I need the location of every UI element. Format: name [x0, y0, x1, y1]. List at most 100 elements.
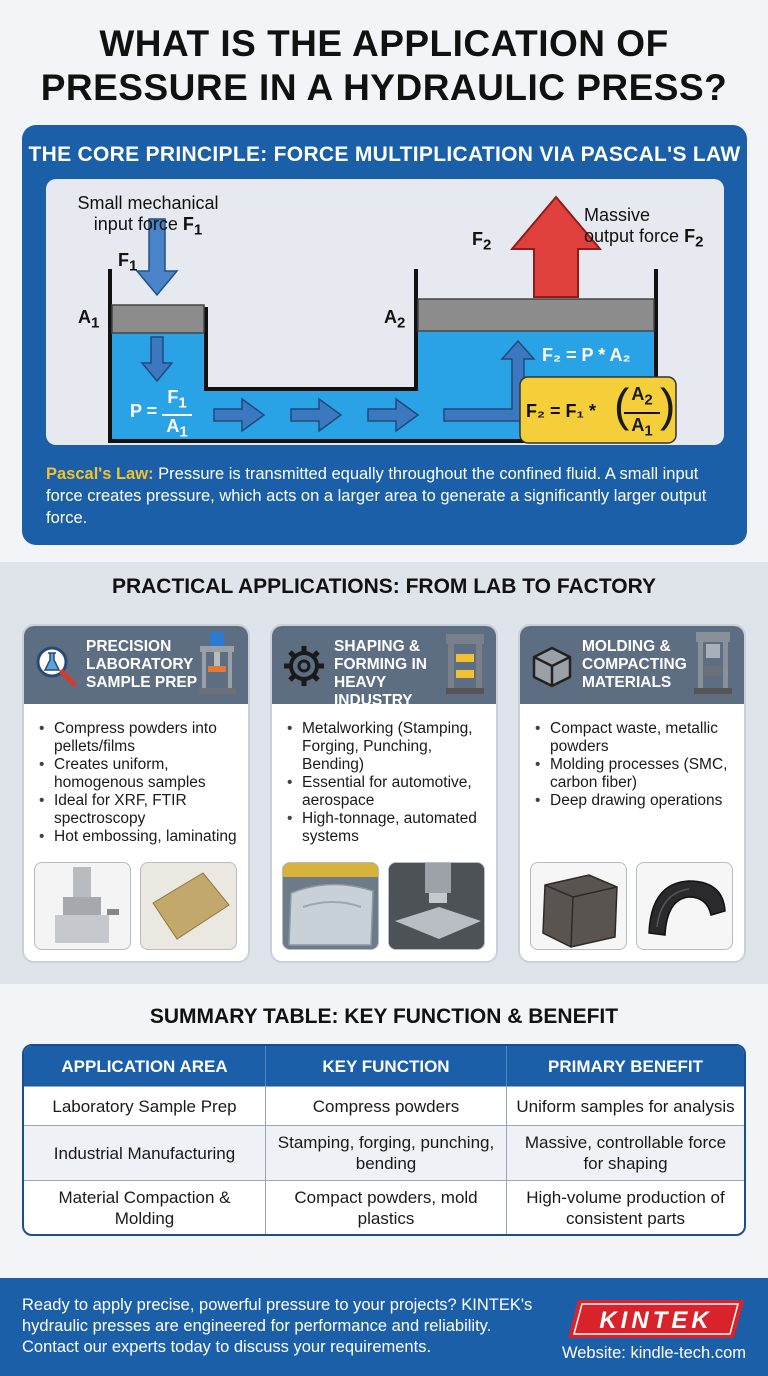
website-link[interactable]: Website: kindle-tech.com — [561, 1344, 746, 1362]
a1-sub: 1 — [91, 314, 100, 332]
pressure-numerator-sub: 1 — [178, 394, 187, 412]
table-header-row: APPLICATION AREA KEY FUNCTION PRIMARY BE… — [24, 1046, 744, 1086]
ratio-denominator-sub: 1 — [644, 422, 653, 440]
list-item: Compress powders into pellets/films — [36, 720, 246, 756]
table-cell: High-volume production of consistent par… — [506, 1181, 744, 1234]
list-item: Deep drawing operations — [532, 792, 742, 810]
cube-icon — [532, 646, 572, 688]
card-title-line: MOLDING & — [582, 638, 671, 655]
footer-text: Ready to apply precise, powerful pressur… — [22, 1296, 533, 1356]
card-title-line: SHAPING & — [334, 638, 421, 655]
table-cell: Stamping, forging, punching, bending — [265, 1126, 506, 1180]
card-header: PRECISION LABORATORY SAMPLE PREP — [24, 626, 248, 704]
flow-arrow-1 — [213, 397, 266, 433]
compacted-block-photo — [530, 862, 627, 950]
card-photos — [530, 862, 734, 950]
card-photos — [34, 862, 238, 950]
page-title: WHAT IS THE APPLICATION OF PRESSURE IN A… — [0, 22, 768, 110]
ratio-numerator: A — [631, 384, 645, 404]
a2-label: A2 — [384, 307, 405, 334]
f2-label: F2 — [472, 229, 491, 256]
list-item: Compact waste, metallic powders — [532, 720, 742, 756]
card-heavy-industry: SHAPING & FORMING IN HEAVY INDUSTRY Meta… — [270, 624, 498, 963]
table-cell: Material Compaction & Molding — [58, 1187, 231, 1228]
card-photos — [282, 862, 486, 950]
input-force-label-line1: Small mechanical — [77, 193, 219, 213]
input-force-label-line2: input force — [93, 214, 183, 234]
card-lab-sample-prep: PRECISION LABORATORY SAMPLE PREP Compres… — [22, 624, 250, 963]
small-piston — [111, 304, 205, 334]
ratio-left-paren: ( — [614, 379, 630, 431]
f1-sub: 1 — [129, 257, 138, 275]
page-title-line1: WHAT IS THE APPLICATION OF — [99, 23, 669, 64]
f2-formula: F₂ = F₁ * — [526, 401, 596, 422]
card-title-line: COMPACTING — [582, 656, 687, 673]
stamped-panel-photo — [282, 862, 379, 950]
card-title-line: MATERIALS — [582, 674, 672, 691]
summary-table: APPLICATION AREA KEY FUNCTION PRIMARY BE… — [22, 1044, 746, 1236]
f2-formula-lhs: F₂ = F₁ * — [526, 401, 596, 421]
card-bullet-list: Metalworking (Stamping, Forging, Punchin… — [284, 720, 494, 846]
card-title: SHAPING & FORMING IN HEAVY INDUSTRY — [334, 638, 454, 710]
forging-die-photo — [388, 862, 485, 950]
output-force-symbol: F — [684, 226, 696, 246]
pressure-denominator-sub: 1 — [179, 423, 188, 441]
list-item: Ideal for XRF, FTIR spectroscopy — [36, 792, 246, 828]
card-title-line: PRECISION — [86, 638, 172, 655]
card-header: MOLDING & COMPACTING MATERIALS — [520, 626, 744, 704]
die-set-image — [55, 867, 119, 943]
table-header-cell: PRIMARY BENEFIT — [506, 1046, 744, 1086]
output-force-label-line2: output force — [584, 226, 685, 246]
carbon-fiber-part-photo — [636, 862, 733, 950]
principle-panel: THE CORE PRINCIPLE: FORCE MULTIPLICATION… — [22, 125, 747, 545]
card-title: PRECISION LABORATORY SAMPLE PREP — [86, 638, 206, 692]
a1-label: A1 — [78, 307, 99, 334]
a2-sub: 2 — [397, 314, 406, 332]
f2-sub: 2 — [483, 236, 492, 254]
pascal-diagram: Small mechanical input force F1 F1 A1 A2… — [46, 179, 724, 571]
logo-text: KINTEK — [599, 1307, 712, 1334]
table-row: Laboratory Sample Prep Compress powders … — [24, 1086, 744, 1125]
card-title: MOLDING & COMPACTING MATERIALS — [582, 638, 702, 692]
card-title-line: FORMING IN — [334, 656, 427, 673]
input-force-subscript: 1 — [193, 221, 203, 239]
formula-box — [519, 376, 677, 444]
table-cell: Compress powders — [265, 1087, 506, 1125]
flow-arrow-2 — [290, 397, 343, 433]
table-cell: Compact powders, mold plastics — [265, 1181, 506, 1234]
f2-symbol: F — [472, 229, 483, 249]
die-set-photo — [34, 862, 131, 950]
card-bullet-list: Compress powders into pellets/films Crea… — [36, 720, 246, 846]
output-force-label-line1: Massive — [584, 205, 651, 225]
input-force-label: Small mechanical input force F1 — [68, 193, 228, 241]
card-bullet-list: Compact waste, metallic powders Molding … — [532, 720, 742, 810]
table-cell: Uniform samples for analysis — [506, 1087, 744, 1125]
flask-magnifier-icon — [36, 646, 77, 687]
pressure-down-arrow — [140, 336, 174, 383]
container-inner-wall — [204, 269, 418, 391]
film-sample-image — [152, 872, 230, 940]
forging-die-image — [389, 863, 484, 949]
footer-banner: Ready to apply precise, powerful pressur… — [0, 1278, 768, 1376]
list-item: Molding processes (SMC, carbon fiber) — [532, 756, 742, 792]
industrial-press-icon — [446, 634, 484, 694]
gear-icon — [284, 646, 324, 686]
f1-symbol: F — [118, 250, 129, 270]
table-header-cell: KEY FUNCTION — [265, 1046, 506, 1086]
page-title-line2: PRESSURE IN A HYDRAULIC PRESS? — [40, 67, 728, 108]
ratio-right-paren: ) — [660, 379, 676, 431]
hydraulic-press-diagram — [108, 195, 677, 444]
large-piston — [417, 298, 655, 332]
pressure-denominator: A — [166, 415, 180, 436]
table-header-cell: APPLICATION AREA — [24, 1046, 265, 1086]
card-title-line: SAMPLE PREP — [86, 674, 198, 691]
output-force-arrow — [509, 195, 603, 298]
table-row: Material Compaction & Molding Compact po… — [24, 1180, 744, 1234]
pressure-numerator: F — [167, 387, 179, 407]
f2-pressure-equation: F₂ = P * A₂ — [542, 345, 631, 365]
list-item: Essential for automotive, aerospace — [284, 774, 494, 810]
pascal-law-description: Pascal's Law: Pressure is transmitted eq… — [46, 463, 736, 529]
a1-symbol: A — [78, 307, 91, 327]
list-item: Hot embossing, laminating — [36, 828, 246, 846]
kintek-logo[interactable]: KINTEK — [566, 1298, 746, 1340]
